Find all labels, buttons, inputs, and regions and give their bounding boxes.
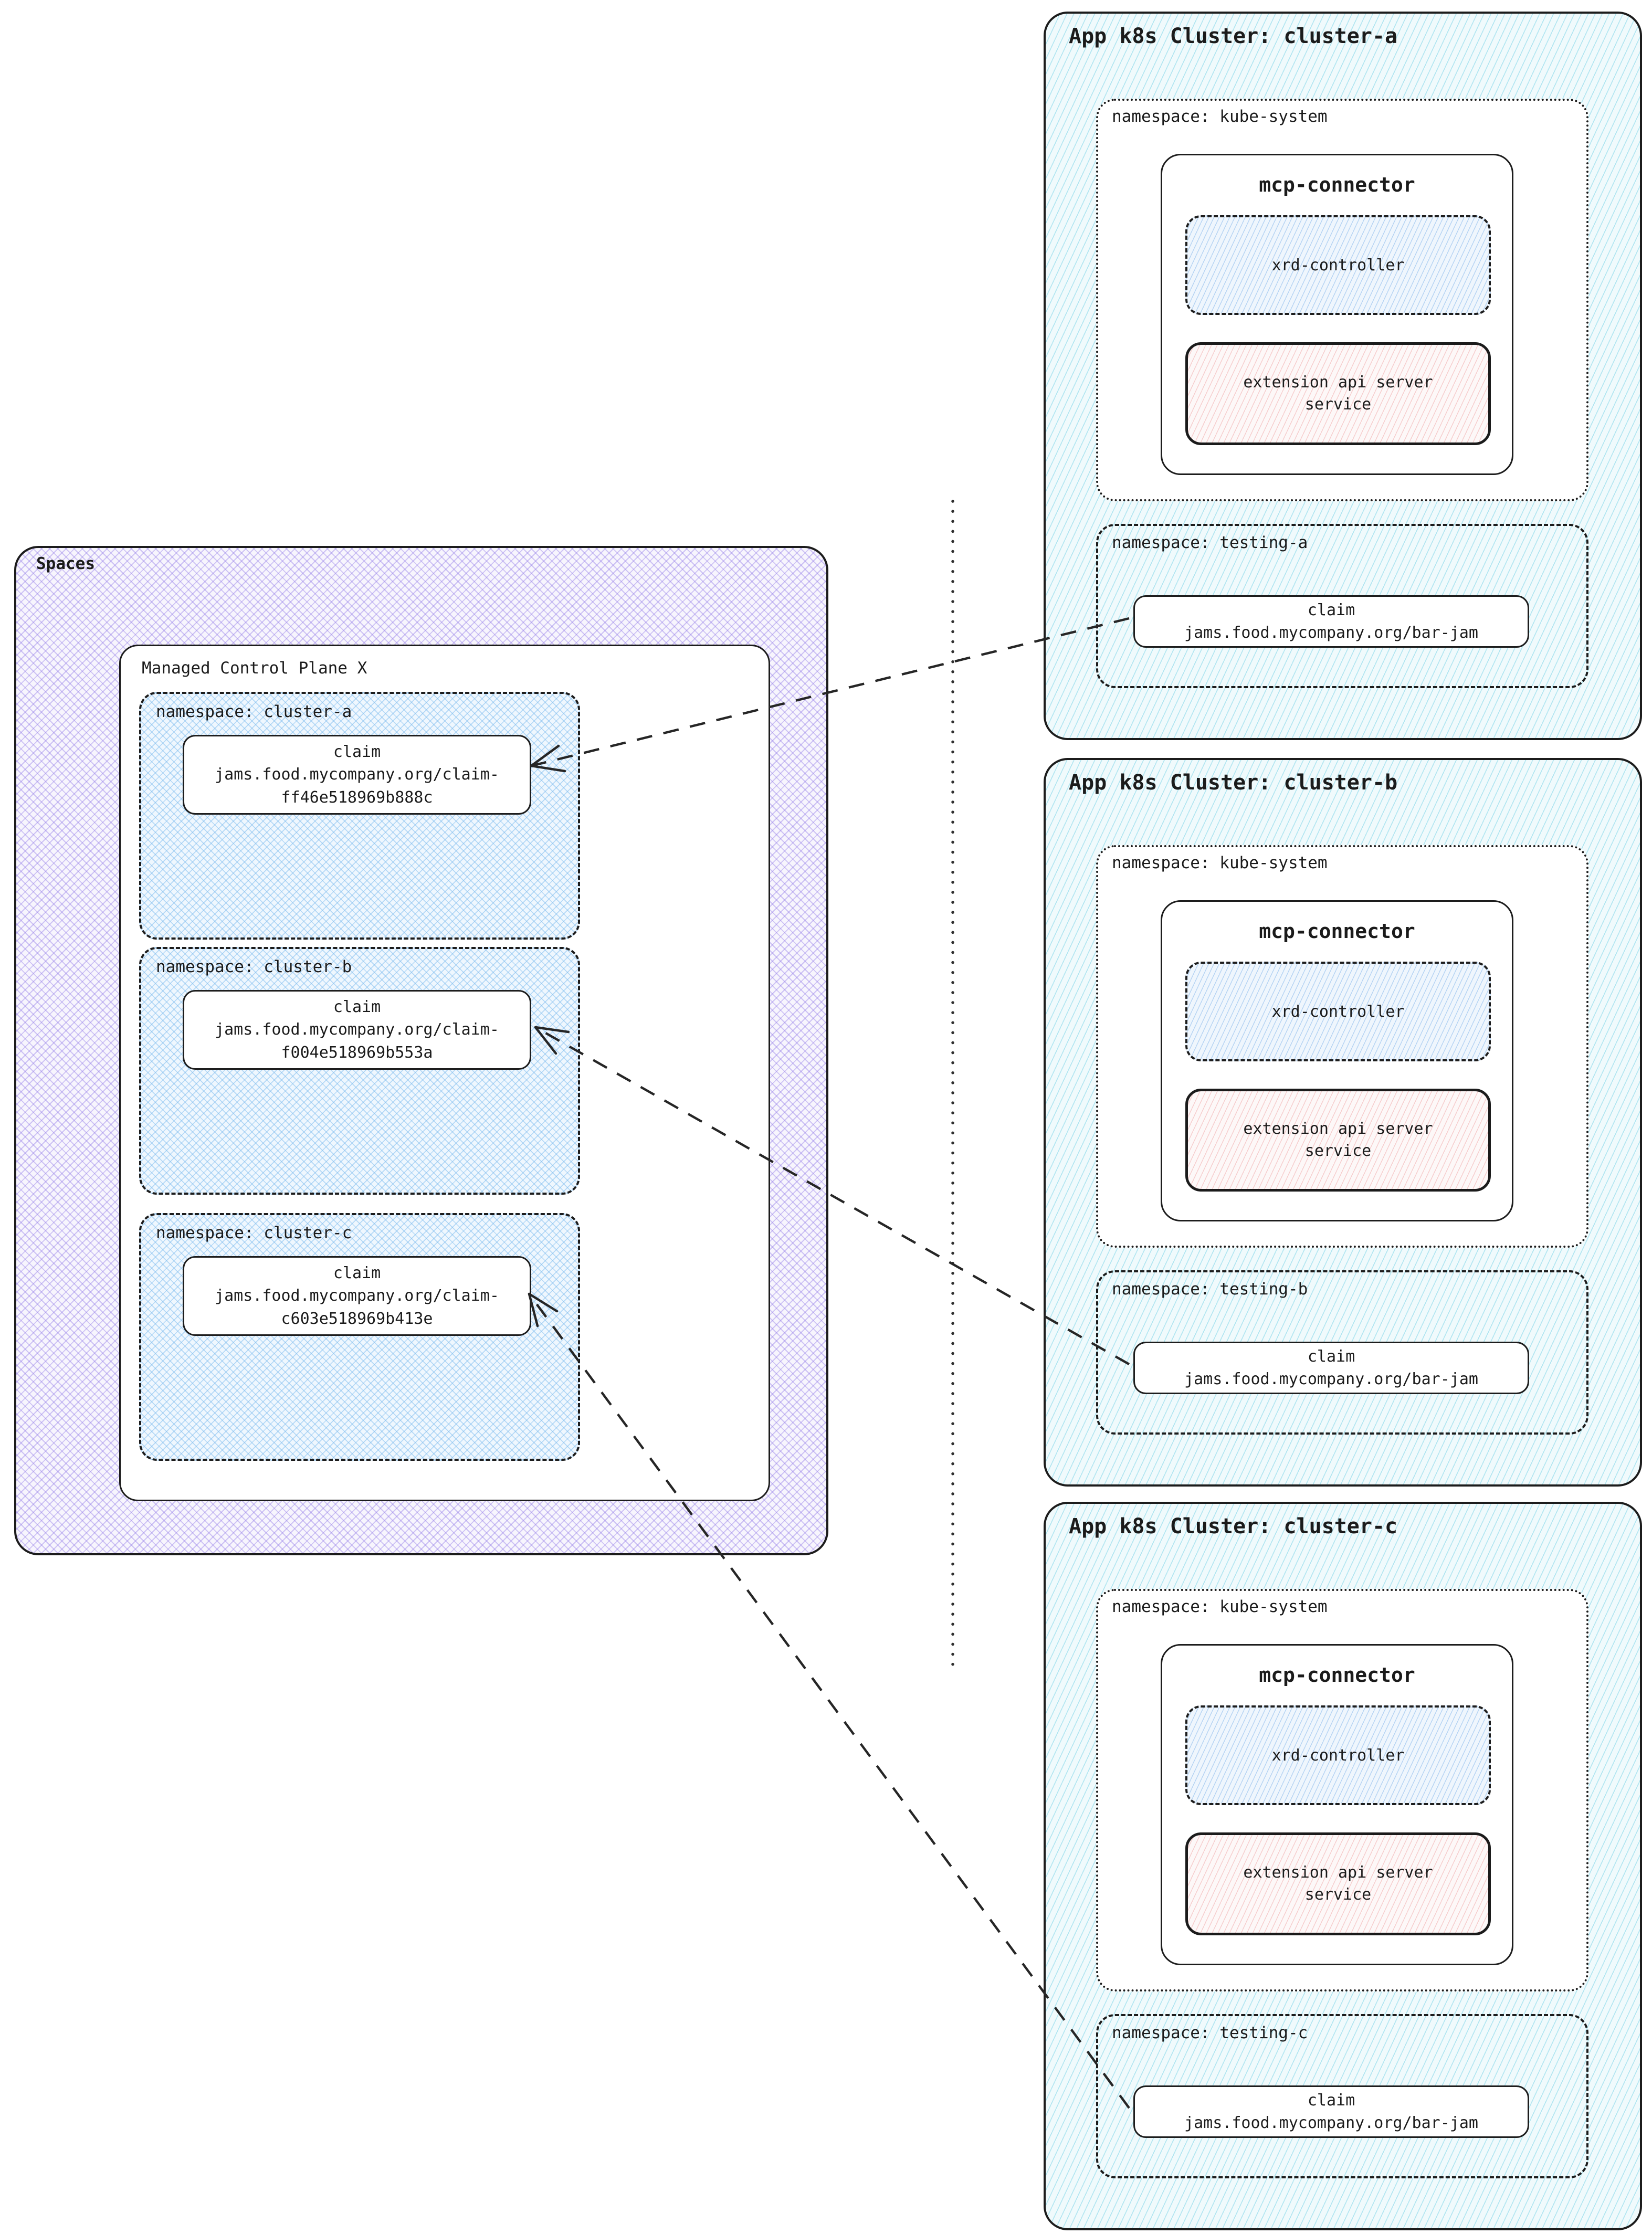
testing-b-label: namespace: testing-b: [1112, 1280, 1308, 1299]
claim-name: jams.food.mycompany.org/bar-jam: [1184, 1370, 1478, 1388]
claim-name: jams.food.mycompany.org/claim- f004e5189…: [215, 1020, 499, 1062]
mcp-connector-title: mcp-connector: [1259, 173, 1415, 196]
extension-api-server-box: extension api server service: [1185, 342, 1491, 445]
claim-box-cluster-a: claim jams.food.mycompany.org/claim- ff4…: [183, 735, 531, 815]
mcp-connector-box: mcp-connector xrd-controller extension a…: [1161, 154, 1513, 475]
namespace-cluster-c-label: namespace: cluster-c: [156, 1224, 352, 1242]
claim-name: jams.food.mycompany.org/bar-jam: [1184, 2114, 1478, 2132]
claim-box-cluster-b: claim jams.food.mycompany.org/claim- f00…: [183, 990, 531, 1070]
spaces-label: Spaces: [36, 554, 95, 573]
mcp-connector-title: mcp-connector: [1259, 1663, 1415, 1687]
claim-box-bar-jam-a: claim jams.food.mycompany.org/bar-jam: [1133, 595, 1529, 648]
mcp-connector-box: mcp-connector xrd-controller extension a…: [1161, 1644, 1513, 1965]
claim-title: claim: [1307, 2091, 1355, 2110]
app-cluster-a-title: App k8s Cluster: cluster-a: [1069, 24, 1398, 48]
managed-control-plane-box: Managed Control Plane X namespace: clust…: [119, 645, 770, 1501]
namespace-cluster-a-label: namespace: cluster-a: [156, 702, 352, 721]
spaces-box: Spaces Managed Control Plane X namespace…: [14, 546, 828, 1555]
mcp-connector-title: mcp-connector: [1259, 920, 1415, 943]
app-cluster-b-box: App k8s Cluster: cluster-b namespace: ku…: [1044, 758, 1642, 1487]
namespace-cluster-b-box: namespace: cluster-b claim jams.food.myc…: [139, 947, 580, 1195]
app-cluster-a-box: App k8s Cluster: cluster-a namespace: ku…: [1044, 12, 1642, 740]
app-cluster-b-title: App k8s Cluster: cluster-b: [1069, 771, 1398, 795]
app-cluster-c-box: App k8s Cluster: cluster-c namespace: ku…: [1044, 1502, 1642, 2230]
kube-system-label: namespace: kube-system: [1112, 853, 1328, 872]
claim-title: claim: [333, 1263, 381, 1282]
claim-title: claim: [1307, 1347, 1355, 1366]
xrd-controller-box: xrd-controller: [1185, 215, 1491, 315]
xrd-controller-box: xrd-controller: [1185, 1705, 1491, 1805]
namespace-cluster-a-box: namespace: cluster-a claim jams.food.myc…: [139, 692, 580, 940]
app-cluster-c-title: App k8s Cluster: cluster-c: [1069, 1514, 1398, 1538]
claim-box-cluster-c: claim jams.food.mycompany.org/claim- c60…: [183, 1256, 531, 1336]
kube-system-label: namespace: kube-system: [1112, 1597, 1328, 1616]
xrd-controller-box: xrd-controller: [1185, 962, 1491, 1061]
claim-name: jams.food.mycompany.org/claim- ff46e5189…: [215, 765, 499, 807]
kube-system-label: namespace: kube-system: [1112, 107, 1328, 126]
claim-name: jams.food.mycompany.org/claim- c603e5189…: [215, 1287, 499, 1328]
claim-title: claim: [1307, 600, 1355, 619]
testing-b-box: namespace: testing-b claim jams.food.myc…: [1096, 1270, 1588, 1435]
namespace-cluster-c-box: namespace: cluster-c claim jams.food.myc…: [139, 1213, 580, 1461]
testing-c-box: namespace: testing-c claim jams.food.myc…: [1096, 2014, 1588, 2178]
testing-a-box: namespace: testing-a claim jams.food.myc…: [1096, 524, 1588, 688]
kube-system-box: namespace: kube-system mcp-connector xrd…: [1096, 99, 1588, 501]
testing-a-label: namespace: testing-a: [1112, 533, 1308, 552]
mcp-connector-box: mcp-connector xrd-controller extension a…: [1161, 900, 1513, 1221]
claim-title: claim: [333, 742, 381, 761]
kube-system-box: namespace: kube-system mcp-connector xrd…: [1096, 845, 1588, 1248]
claim-box-bar-jam-b: claim jams.food.mycompany.org/bar-jam: [1133, 1342, 1529, 1394]
claim-box-bar-jam-c: claim jams.food.mycompany.org/bar-jam: [1133, 2085, 1529, 2138]
claim-name: jams.food.mycompany.org/bar-jam: [1184, 624, 1478, 642]
claim-title: claim: [333, 997, 381, 1016]
extension-api-server-box: extension api server service: [1185, 1089, 1491, 1192]
extension-api-server-box: extension api server service: [1185, 1832, 1491, 1935]
managed-control-plane-label: Managed Control Plane X: [142, 659, 367, 678]
testing-c-label: namespace: testing-c: [1112, 2024, 1308, 2042]
kube-system-box: namespace: kube-system mcp-connector xrd…: [1096, 1589, 1588, 1991]
namespace-cluster-b-label: namespace: cluster-b: [156, 957, 352, 976]
